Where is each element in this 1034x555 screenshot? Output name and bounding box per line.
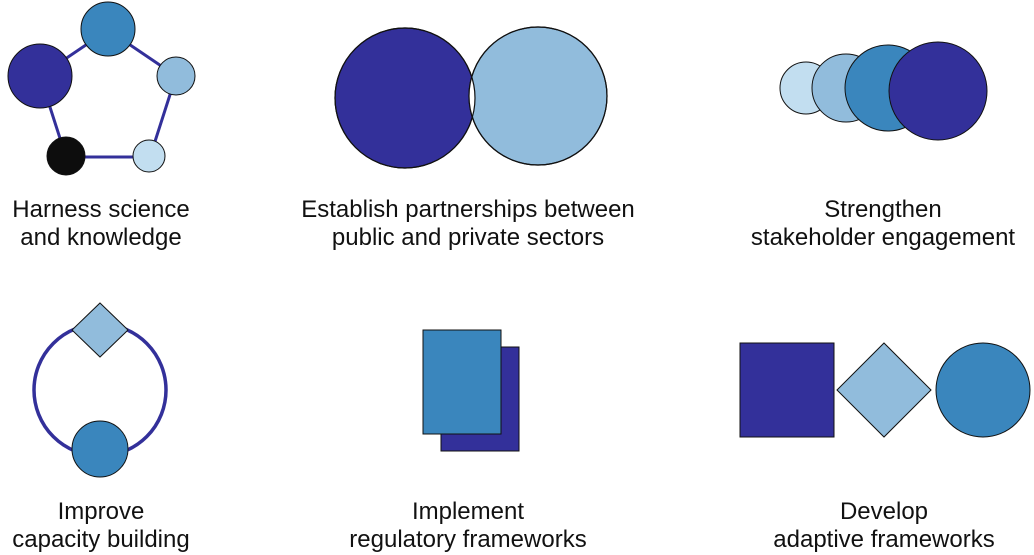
- caption-strengthen-engagement: Strengthen stakeholder engagement: [732, 196, 1034, 252]
- ring-circle: [71, 420, 129, 478]
- caption-line: Harness science: [12, 196, 190, 223]
- caption-line: Strengthen: [824, 196, 942, 223]
- caption-line: regulatory frameworks: [349, 526, 587, 553]
- caption-line: Improve: [57, 498, 145, 525]
- caption-line: Develop: [839, 498, 929, 525]
- network-node-left: [7, 43, 73, 109]
- caption-line: public and private sectors: [331, 224, 605, 251]
- caption-line: capacity building: [12, 526, 190, 553]
- adaptive-diamond: [836, 342, 932, 438]
- caption-line: stakeholder engagement: [750, 224, 1016, 251]
- caption-line: and knowledge: [20, 224, 182, 251]
- network-node-bottom-left: [46, 136, 86, 176]
- left-circle: [334, 27, 476, 169]
- overlapping-circles-icon: [334, 26, 608, 169]
- caption-establish-partnerships: Establish partnerships between public an…: [260, 196, 676, 252]
- stacked-documents-icon: [422, 329, 520, 452]
- caption-implement-regulatory: Implement regulatory frameworks: [318, 498, 618, 554]
- network-node-top: [80, 1, 136, 57]
- caption-develop-adaptive: Develop adaptive frameworks: [742, 498, 1026, 554]
- caption-improve-capacity: Improve capacity building: [0, 498, 202, 554]
- stack-circle-4: [888, 41, 988, 141]
- right-circle: [468, 26, 608, 166]
- adaptive-circle: [935, 342, 1031, 438]
- square-diamond-circle-icon: [739, 342, 1031, 438]
- caption-line: Implement: [411, 498, 525, 525]
- document-front: [422, 329, 502, 435]
- adaptive-square: [739, 342, 835, 438]
- caption-line: adaptive frameworks: [773, 526, 995, 553]
- right-circle-outline: [468, 26, 608, 166]
- caption-line: Establish partnerships between: [301, 196, 635, 223]
- ring-with-diamond-icon: [32, 302, 168, 478]
- stacked-circles-icon: [779, 41, 988, 141]
- ring-diamond: [71, 302, 129, 358]
- left-circle-outline: [334, 27, 476, 169]
- network-node-right: [156, 56, 196, 96]
- pentagon-network-icon: [7, 1, 196, 176]
- network-node-bottom-right: [132, 139, 166, 173]
- caption-harness-science: Harness science and knowledge: [0, 196, 202, 252]
